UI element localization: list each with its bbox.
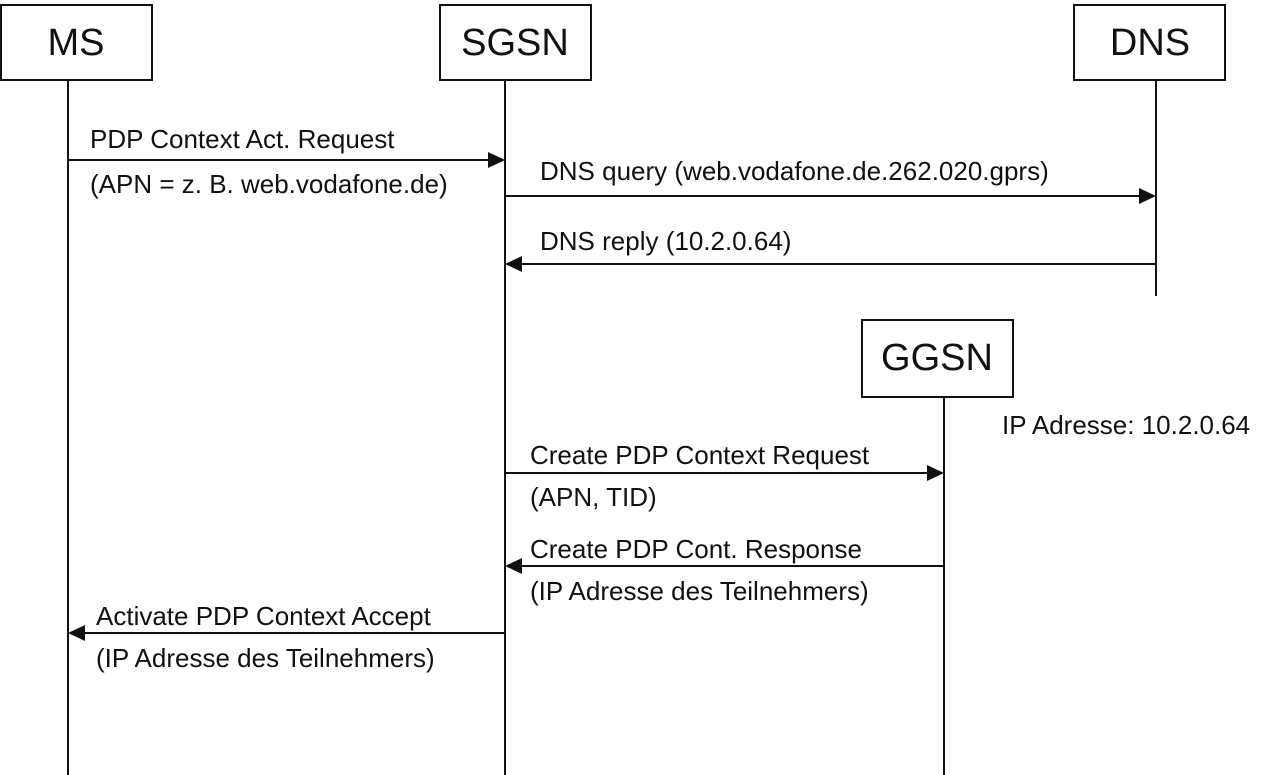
ggsn-ip-annotation: IP Adresse: 10.2.0.64 xyxy=(1002,410,1250,440)
arrow-left-icon xyxy=(505,558,522,574)
arrow-left-icon xyxy=(68,625,85,641)
message-label: Create PDP Context Request xyxy=(530,440,870,470)
message-create-pdp-cont-response: Create PDP Cont. Response (IP Adresse de… xyxy=(505,534,944,606)
message-create-pdp-context-request: Create PDP Context Request (APN, TID) xyxy=(505,440,944,512)
arrow-right-icon xyxy=(1139,188,1156,204)
arrow-right-icon xyxy=(488,152,505,168)
message-pdp-context-act-request: PDP Context Act. Request (APN = z. B. we… xyxy=(68,124,505,199)
arrow-right-icon xyxy=(927,465,944,481)
message-sublabel: (APN, TID) xyxy=(530,482,657,512)
ggsn-label: GGSN xyxy=(881,337,993,379)
dns-label: DNS xyxy=(1110,22,1190,64)
arrow-left-icon xyxy=(505,256,522,272)
ms-entity: MS xyxy=(0,4,153,81)
message-label: Activate PDP Context Accept xyxy=(96,601,432,631)
message-label: PDP Context Act. Request xyxy=(90,124,395,154)
ms-label: MS xyxy=(48,22,105,64)
message-dns-reply: DNS reply (10.2.0.64) xyxy=(505,226,1156,272)
message-sublabel: (IP Adresse des Teilnehmers) xyxy=(96,643,435,673)
ggsn-entity: GGSN xyxy=(861,319,1014,398)
sgsn-label: SGSN xyxy=(461,22,569,64)
message-sublabel: (IP Adresse des Teilnehmers) xyxy=(530,576,869,606)
message-label: DNS query (web.vodafone.de.262.020.gprs) xyxy=(540,156,1049,186)
sgsn-entity: SGSN xyxy=(439,4,592,81)
message-label: Create PDP Cont. Response xyxy=(530,534,862,564)
dns-entity: DNS xyxy=(1073,4,1226,81)
message-sublabel: (APN = z. B. web.vodafone.de) xyxy=(90,169,448,199)
message-activate-pdp-context-accept: Activate PDP Context Accept (IP Adresse … xyxy=(68,601,505,673)
message-label: DNS reply (10.2.0.64) xyxy=(540,226,791,256)
message-dns-query: DNS query (web.vodafone.de.262.020.gprs) xyxy=(505,156,1156,204)
